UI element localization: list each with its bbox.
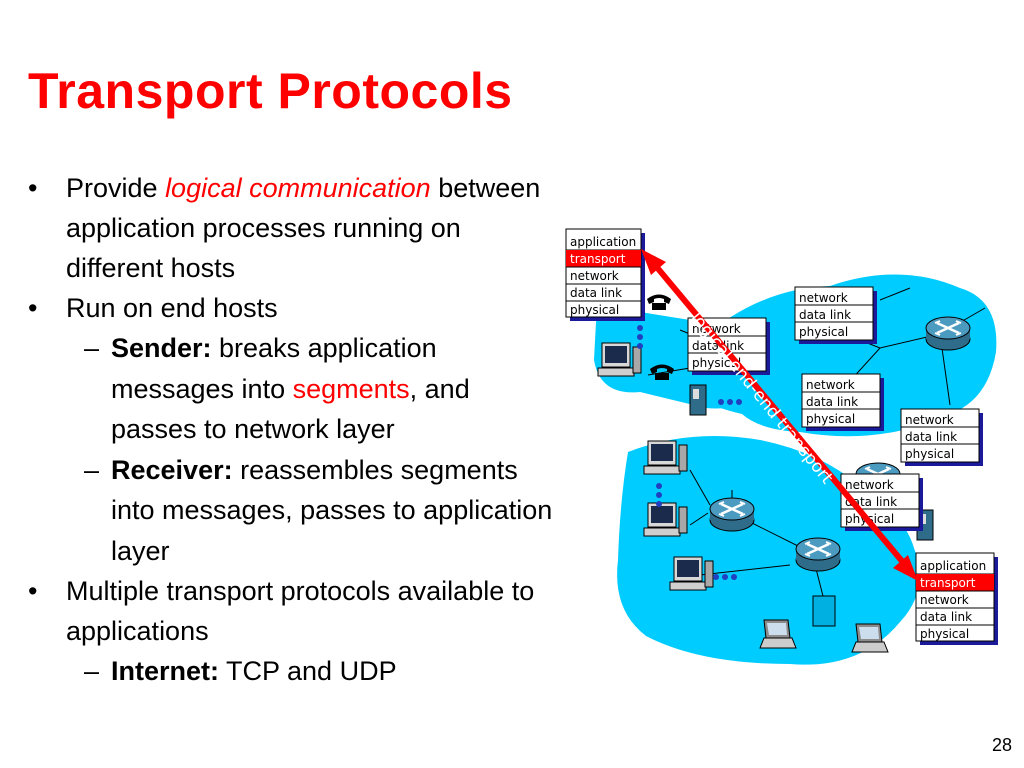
layer-physical: physical: [692, 356, 741, 370]
layer-data-link: data link: [920, 610, 972, 624]
desktop-computer-icon: [669, 556, 714, 591]
receiver-text: reassembles segments into messages, pass…: [111, 454, 553, 566]
protocol-stack-router-3: network data link physical: [801, 373, 884, 431]
ellipsis-dots: [637, 325, 742, 580]
layer-network: network: [845, 478, 894, 492]
protocol-stack-router-2: network data link physical: [687, 317, 770, 375]
layer-physical: physical: [799, 325, 848, 339]
access-point-icon: [812, 595, 836, 627]
layer-transport: transport: [920, 576, 976, 590]
telephone-icon: [647, 294, 671, 310]
receiver-label: Receiver:: [111, 454, 233, 485]
layer-physical: physical: [920, 627, 969, 641]
bullet-text-post: between application processes running on…: [66, 173, 541, 283]
dash: –: [84, 454, 100, 485]
bullet-logical-communication: • Provide logical communication between …: [28, 168, 558, 288]
bullet-dot: •: [28, 293, 38, 323]
layer-network: network: [905, 413, 954, 427]
desktop-computer-icon: [643, 502, 688, 537]
dash: –: [84, 333, 100, 363]
router-icon: [708, 496, 756, 533]
layer-physical: physical: [570, 303, 619, 317]
layer-network: network: [799, 291, 848, 305]
layer-data-link: data link: [806, 395, 858, 409]
layer-data-link: data link: [799, 308, 851, 322]
desktop-computer-icon: [643, 440, 688, 475]
protocol-stack-router-1: network data link physical: [794, 286, 877, 344]
dash: –: [84, 656, 100, 686]
protocol-stack-host-a: application transport network data link …: [565, 228, 645, 321]
bullet-text: Run on end hosts: [66, 293, 278, 323]
bullet-run-on-end-hosts: • Run on end hosts: [28, 288, 558, 328]
layer-application: application: [570, 235, 636, 249]
protocol-stack-host-b: application transport network data link …: [915, 552, 998, 645]
layer-application: application: [920, 559, 986, 573]
layer-data-link: data link: [570, 286, 622, 300]
router-icon: [794, 536, 842, 573]
bullet-dot: •: [28, 576, 38, 606]
bullet-text: Multiple transport protocols available t…: [66, 576, 535, 646]
layer-network: network: [570, 269, 619, 283]
bullet-text-pre: Provide: [66, 173, 166, 203]
layer-network: network: [806, 378, 855, 392]
router-icon: [924, 315, 972, 352]
slide-title: Transport Protocols: [28, 63, 513, 119]
sender-label: Sender:: [111, 333, 212, 363]
layer-transport: transport: [570, 252, 626, 266]
protocol-stack-router-4: network data link physical: [900, 408, 983, 466]
layer-physical: physical: [905, 447, 954, 461]
sub-bullet-receiver: – Receiver: reassembles segments into me…: [28, 450, 558, 572]
page-number: 28: [991, 735, 1012, 755]
emphasis-segments: segments: [292, 373, 410, 404]
desktop-computer-icon: [597, 342, 642, 377]
bullet-multiple-protocols: • Multiple transport protocols available…: [28, 571, 558, 651]
sub-bullet-internet: – Internet: TCP and UDP: [28, 651, 558, 692]
sender-text-2: , and passes to network layer: [111, 373, 470, 445]
bullet-dot: •: [28, 173, 38, 203]
layer-physical: physical: [806, 412, 855, 426]
layer-data-link: data link: [692, 339, 744, 353]
emphasis-logical-communication: logical communication: [165, 173, 431, 203]
server-icon: [689, 384, 707, 416]
bullet-list: • Provide logical communication between …: [28, 168, 558, 692]
layer-network: network: [920, 593, 969, 607]
sender-text-1: breaks application messages into: [111, 333, 437, 404]
sub-bullet-sender: – Sender: breaks application messages in…: [28, 328, 558, 450]
layer-data-link: data link: [905, 430, 957, 444]
network-cloud-upper-right: [679, 274, 997, 437]
protocol-stack-router-5: network data link physical: [840, 473, 923, 531]
internet-text: TCP and UDP: [219, 656, 397, 686]
internet-label: Internet:: [111, 656, 219, 686]
